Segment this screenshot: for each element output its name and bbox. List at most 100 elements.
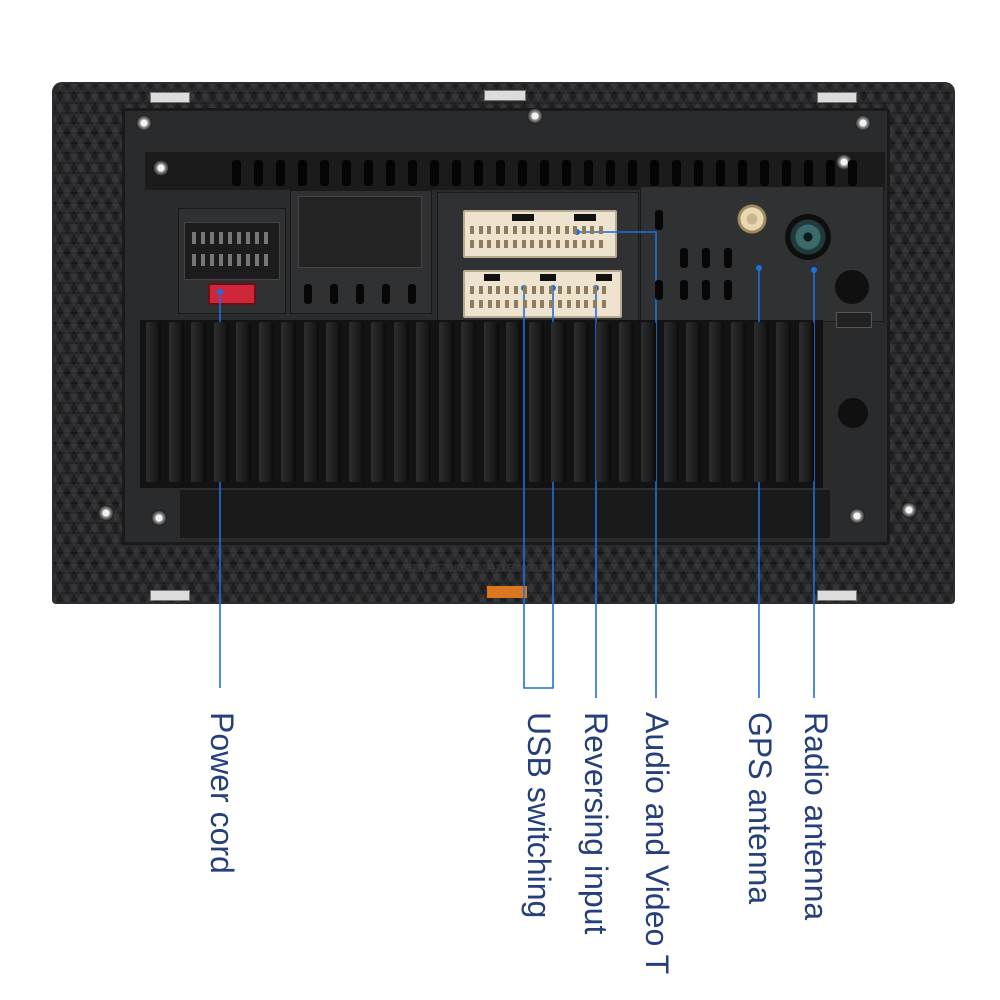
- vent-slot: [518, 160, 527, 186]
- harness-pin: [531, 300, 536, 308]
- harness-pin: [593, 300, 598, 308]
- serial-number: 软件出厂:2017年7月21日0000303212: [408, 563, 572, 573]
- heatsink-fin: [146, 322, 161, 482]
- vent-slot: [760, 160, 769, 186]
- vent-slot: [826, 160, 835, 186]
- iso-pin: [210, 254, 214, 266]
- vent-slot: [584, 160, 593, 186]
- vent-slot: [254, 160, 263, 186]
- antenna-vent: [680, 248, 688, 268]
- harness-pin: [513, 240, 517, 248]
- blank-port: [838, 398, 868, 428]
- iso-pin: [201, 232, 205, 244]
- harness-pin: [530, 240, 535, 248]
- heatsink-fin: [551, 322, 566, 482]
- sticker-tab: [487, 586, 527, 598]
- iso-pin: [246, 254, 250, 266]
- harness-pin: [487, 286, 492, 294]
- harness-pin: [547, 226, 552, 234]
- vent-slot: [848, 160, 857, 186]
- harness-pin: [538, 226, 543, 234]
- harness-pin: [573, 240, 578, 248]
- vent-slot: [650, 160, 659, 186]
- vent-slot: [606, 160, 615, 186]
- vent-slot: [386, 160, 395, 186]
- heatsink-fin: [663, 322, 679, 482]
- harness-pin: [575, 300, 580, 308]
- heatsink-fin: [506, 322, 521, 482]
- harness-pin: [478, 286, 483, 294]
- vent-slot: [738, 160, 747, 186]
- harness-key: [574, 214, 596, 221]
- mounting-tab: [150, 92, 190, 103]
- harness-pin: [556, 226, 560, 234]
- screw-icon: [855, 115, 871, 131]
- vent-slot: [430, 160, 439, 186]
- vent-slot: [364, 160, 373, 186]
- mounting-tab: [150, 590, 190, 601]
- heatsink-fin: [686, 322, 701, 482]
- harness-pin: [538, 240, 543, 248]
- harness-pin: [564, 240, 569, 248]
- harness-pin: [514, 300, 518, 308]
- harness-pin: [547, 240, 552, 248]
- harness-pin: [495, 240, 500, 248]
- label-power-cord: Power cord: [204, 712, 240, 874]
- module-vent: [330, 284, 338, 304]
- harness-pin: [478, 300, 483, 308]
- harness-pin: [575, 286, 580, 294]
- iso-connector-socket: [184, 222, 280, 280]
- harness-pin: [470, 286, 474, 294]
- harness-pin: [470, 226, 474, 234]
- antenna-vent: [724, 248, 732, 268]
- harness-pin: [590, 240, 595, 248]
- heatsink-fin: [776, 322, 791, 482]
- harness-pin: [564, 226, 569, 234]
- iso-pin: [210, 232, 214, 244]
- harness-pin: [470, 300, 474, 308]
- iso-pin: [237, 254, 241, 266]
- heatsink-fin: [303, 322, 319, 482]
- harness-pin: [602, 300, 606, 308]
- iso-pin: [192, 254, 196, 266]
- heatsink-fin: [416, 322, 431, 482]
- iso-pin: [246, 232, 250, 244]
- screw-icon: [151, 510, 167, 526]
- harness-pin: [584, 300, 589, 308]
- iso-pin: [219, 254, 223, 266]
- harness-pin: [514, 286, 518, 294]
- iso-pin: [192, 232, 196, 244]
- harness-pin: [540, 300, 545, 308]
- screw-icon: [98, 505, 114, 521]
- iso-pin: [228, 254, 232, 266]
- vent-slot: [804, 160, 813, 186]
- harness-key: [540, 274, 556, 281]
- iso-pin: [228, 232, 232, 244]
- heatsink-fin: [708, 322, 724, 482]
- iso-pin: [237, 232, 241, 244]
- harness-pin: [487, 300, 492, 308]
- vent-slot: [474, 160, 483, 186]
- heatsink-fin: [438, 322, 454, 482]
- iso-pin: [255, 232, 259, 244]
- harness-pin: [590, 226, 595, 234]
- label-gps-antenna: GPS antenna: [742, 712, 778, 905]
- harness-key: [512, 214, 534, 221]
- vent-slot: [562, 160, 571, 186]
- heatsink-fin: [731, 322, 746, 482]
- heatsink-fin: [258, 322, 274, 482]
- antenna-vent: [655, 210, 663, 230]
- vent-slot: [540, 160, 549, 186]
- module-vent: [382, 284, 390, 304]
- vent-slot: [232, 160, 241, 186]
- iso-pin: [264, 232, 268, 244]
- harness-pin: [584, 286, 589, 294]
- usb-bracket: [523, 288, 554, 689]
- harness-pin: [522, 300, 527, 308]
- harness-pin: [599, 226, 603, 234]
- antenna-vent: [724, 280, 732, 300]
- antenna-vent: [680, 280, 688, 300]
- harness-key: [596, 274, 612, 281]
- heatsink-fin: [393, 322, 409, 482]
